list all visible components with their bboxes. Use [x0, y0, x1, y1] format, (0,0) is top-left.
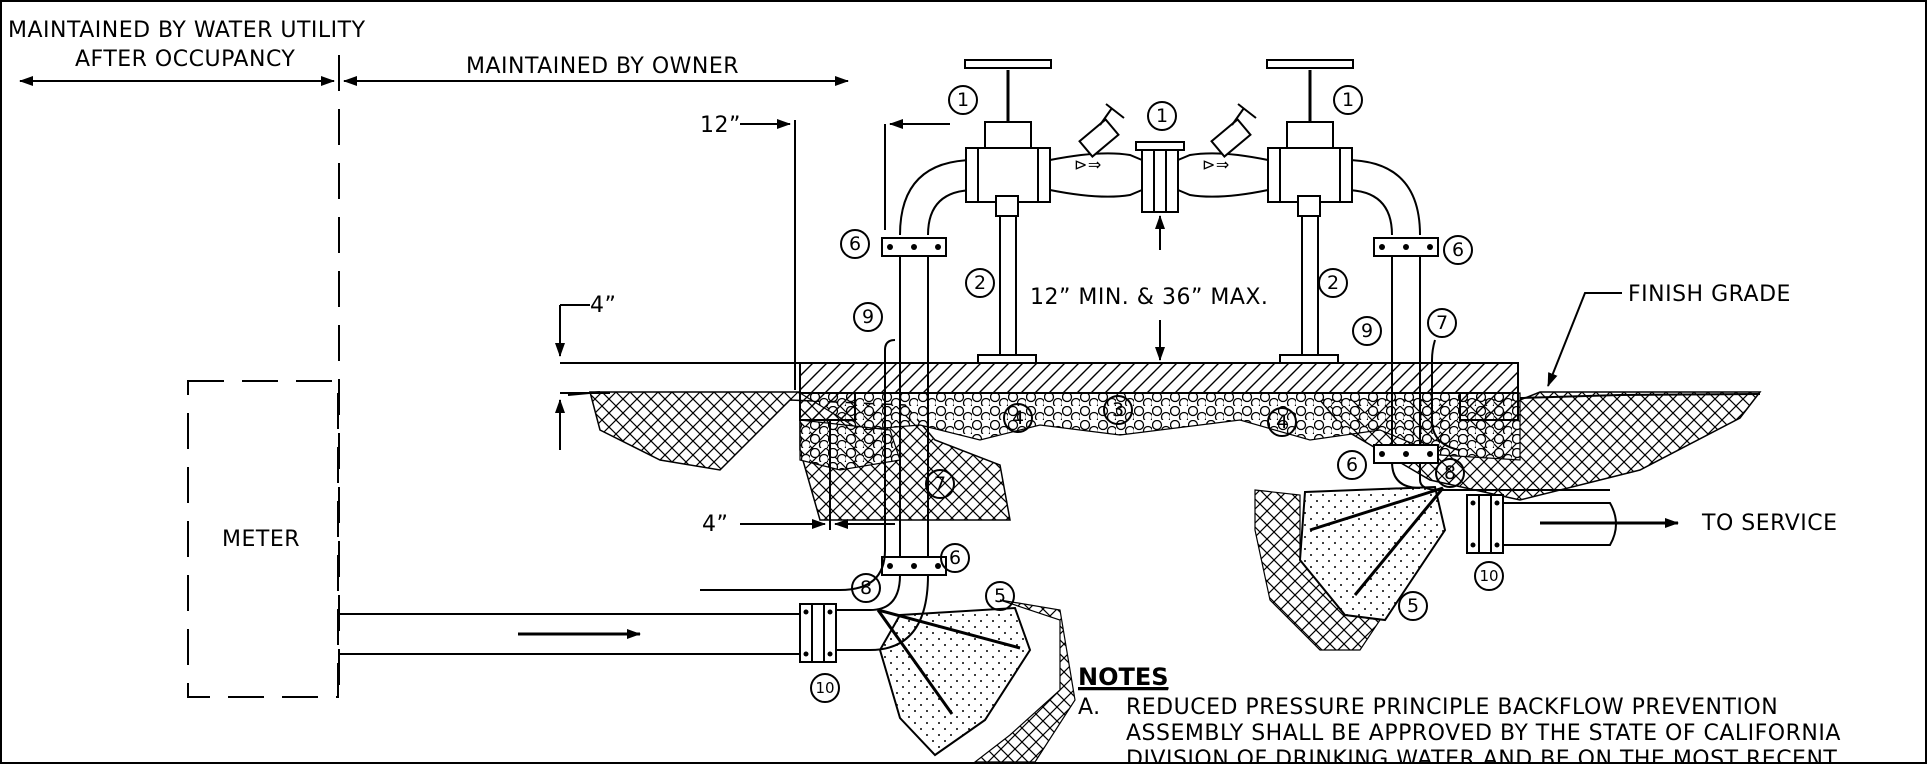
svg-text:8: 8: [1444, 462, 1456, 484]
note-a-letter: A.: [1078, 695, 1101, 720]
svg-text:5: 5: [994, 585, 1006, 607]
callout-4-right: 4: [1267, 407, 1297, 437]
svg-text:1: 1: [957, 89, 969, 111]
svg-text:1: 1: [1156, 105, 1168, 127]
dim-4in-top-label: 4”: [590, 293, 616, 318]
concrete-slab: [799, 362, 1519, 394]
svg-text:6: 6: [849, 233, 861, 255]
svg-text:6: 6: [949, 547, 961, 569]
callout-1-left-valve: 1: [948, 85, 978, 115]
callout-7-left: 7: [925, 469, 955, 499]
callout-2-right: 2: [1318, 268, 1348, 298]
note-a-line-2: ASSEMBLY SHALL BE APPROVED BY THE STATE …: [1126, 721, 1841, 746]
test-cock-left: [1078, 103, 1125, 158]
callout-1-right-valve: 1: [1333, 85, 1363, 115]
callout-10-right: 10: [1474, 561, 1504, 591]
dim-12in-label: 12”: [700, 113, 741, 138]
callout-8-right: 8: [1435, 458, 1465, 488]
callout-6-left-lower: 6: [940, 543, 970, 573]
gate-valve-left: [977, 147, 1039, 203]
svg-text:10: 10: [815, 679, 834, 697]
svg-text:2: 2: [1327, 272, 1339, 294]
callout-5-left: 5: [985, 581, 1015, 611]
callout-6-right-lower: 6: [1337, 450, 1367, 480]
callout-9-right: 9: [1352, 316, 1382, 346]
callout-8-left: 8: [851, 573, 881, 603]
svg-text:6: 6: [1346, 454, 1358, 476]
svg-text:4: 4: [1012, 407, 1024, 429]
svg-text:5: 5: [1407, 595, 1419, 617]
note-a-line-3: DIVISION OF DRINKING WATER AND BE ON THE…: [1126, 747, 1837, 764]
test-cock-right: [1210, 103, 1257, 158]
backflow-preventer: [1141, 149, 1179, 213]
callout-5-right: 5: [1398, 591, 1428, 621]
svg-text:9: 9: [862, 306, 874, 328]
svg-text:4: 4: [1276, 411, 1288, 433]
note-a-line-1: REDUCED PRESSURE PRINCIPLE BACKFLOW PREV…: [1126, 695, 1778, 720]
maintained-by-utility-label: MAINTAINED BY WATER UTILITY: [8, 18, 366, 43]
finish-grade-label: FINISH GRADE: [1628, 282, 1791, 307]
callout-9-left: 9: [853, 302, 883, 332]
svg-text:⊳⇒: ⊳⇒: [1202, 155, 1230, 174]
callout-6-right-upper: 6: [1443, 235, 1473, 265]
svg-text:8: 8: [860, 577, 872, 599]
callout-4-left: 4: [1003, 403, 1033, 433]
svg-text:1: 1: [1342, 89, 1354, 111]
thrust-block-left: [878, 606, 1032, 757]
to-service-label: TO SERVICE: [1701, 511, 1838, 536]
after-occupancy-label: AFTER OCCUPANCY: [75, 47, 295, 72]
svg-text:⊳⇒: ⊳⇒: [1074, 155, 1102, 174]
svg-text:7: 7: [1436, 312, 1448, 334]
svg-text:9: 9: [1361, 320, 1373, 342]
callout-10-left: 10: [810, 673, 840, 703]
handwheel-right: [1266, 59, 1354, 69]
callout-1-backflow: 1: [1147, 101, 1177, 131]
handwheel-left: [964, 59, 1052, 69]
callout-3: 3: [1103, 395, 1133, 425]
dim-4in-bottom-label: 4”: [702, 512, 728, 537]
callout-6-left-upper: 6: [840, 229, 870, 259]
svg-text:3: 3: [1112, 399, 1124, 421]
svg-text:6: 6: [1452, 239, 1464, 261]
callout-7-right: 7: [1427, 308, 1457, 338]
gravel-bed: [797, 392, 1521, 461]
meter-box: [187, 380, 339, 698]
svg-text:2: 2: [974, 272, 986, 294]
svg-text:7: 7: [934, 473, 946, 495]
notes-heading: NOTES: [1078, 663, 1169, 691]
height-range-label: 12” MIN. & 36” MAX.: [1030, 285, 1268, 310]
svg-text:10: 10: [1479, 567, 1498, 585]
maintained-by-owner-label: MAINTAINED BY OWNER: [466, 54, 739, 79]
meter-label: METER: [222, 527, 300, 552]
gate-valve-right: [1279, 147, 1341, 203]
callout-2-left: 2: [965, 268, 995, 298]
